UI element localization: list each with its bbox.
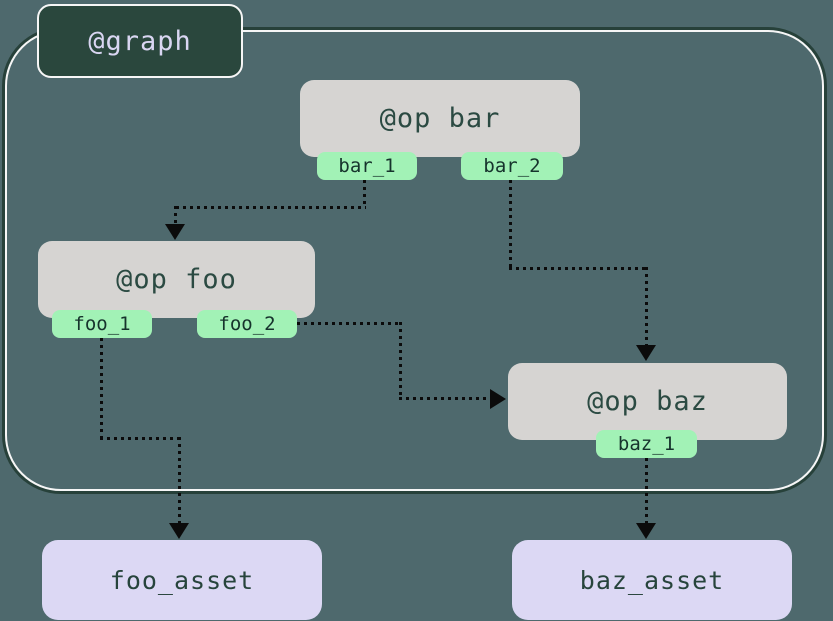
edge-segment	[399, 322, 402, 400]
graph-badge: @graph	[37, 4, 243, 78]
asset-foo-label: foo_asset	[109, 565, 255, 595]
edge-segment	[363, 180, 366, 208]
asset-baz-label: baz_asset	[579, 565, 725, 595]
arrowhead-down-icon	[636, 523, 656, 539]
edge-segment	[399, 397, 491, 400]
op-node-baz: @op baz	[508, 363, 787, 440]
edge-segment	[178, 437, 181, 524]
op-foo-label: @op foo	[116, 264, 237, 295]
output-tag-baz-1: baz_1	[596, 430, 697, 458]
edge-segment	[509, 180, 512, 270]
output-tag-bar-2: bar_2	[461, 152, 563, 180]
arrowhead-down-icon	[169, 523, 189, 539]
edge-segment	[100, 338, 103, 440]
arrowhead-down-icon	[165, 224, 185, 240]
edge-segment	[645, 267, 648, 346]
edge-segment	[509, 267, 648, 270]
edge-segment	[297, 322, 402, 325]
op-node-bar: @op bar	[300, 80, 580, 157]
output-tag-bar-1: bar_1	[317, 152, 417, 180]
op-baz-label: @op baz	[587, 386, 708, 417]
output-tag-foo-1: foo_1	[52, 310, 152, 338]
edge-segment	[645, 458, 648, 524]
edge-segment	[100, 437, 181, 440]
asset-node-foo: foo_asset	[42, 540, 322, 620]
op-node-foo: @op foo	[38, 241, 315, 318]
arrowhead-down-icon	[636, 345, 656, 361]
edge-segment	[174, 206, 177, 225]
arrowhead-right-icon	[490, 389, 506, 409]
output-tag-foo-2: foo_2	[197, 310, 297, 338]
asset-node-baz: baz_asset	[512, 540, 792, 620]
graph-boundary	[5, 30, 824, 491]
edge-segment	[176, 206, 366, 209]
graph-badge-label: @graph	[88, 25, 192, 57]
op-bar-label: @op bar	[379, 103, 501, 134]
